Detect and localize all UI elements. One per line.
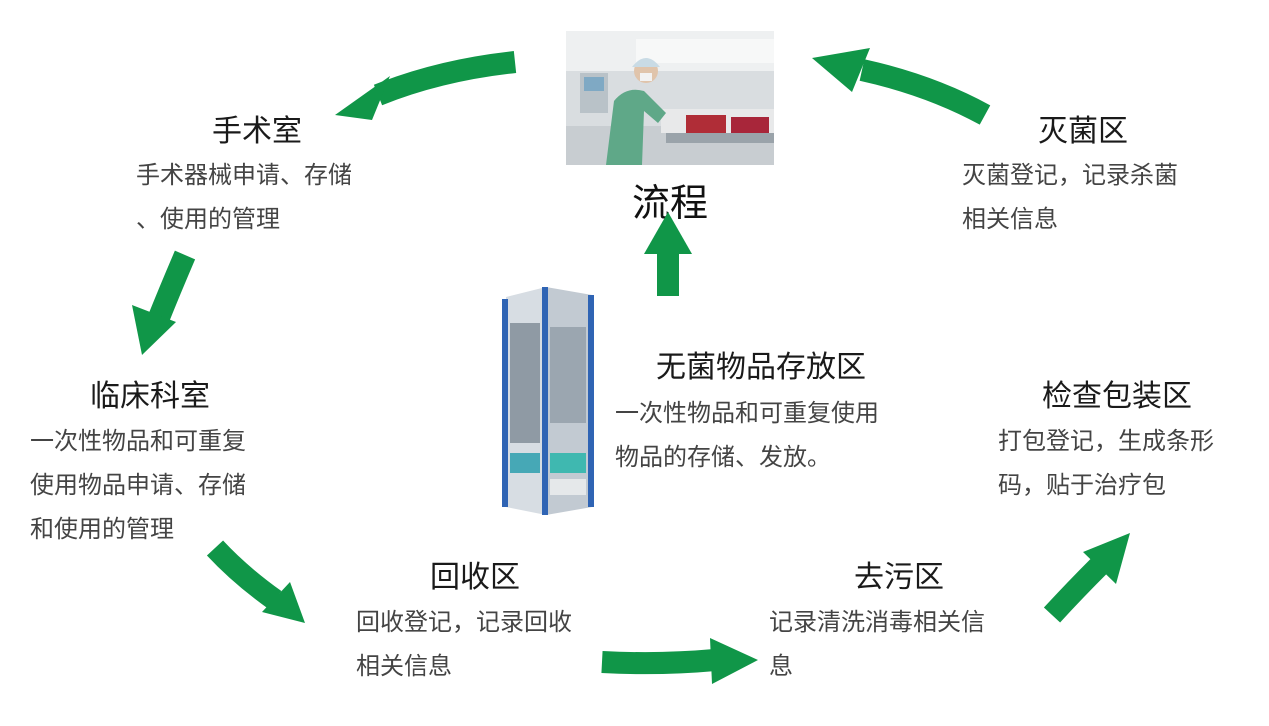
pack-desc: 打包登记，生成条形 码，贴于治疗包 <box>998 427 1214 499</box>
arrowhead-decon <box>710 638 758 684</box>
decon-title: 去污区 <box>854 560 944 595</box>
pack-title: 检查包装区 <box>1042 379 1192 414</box>
arrowhead-flow <box>644 212 692 254</box>
arrow-clinic-to-recycle <box>206 540 282 609</box>
sterilize-desc: 灭菌登记，记录杀菌 相关信息 <box>962 161 1178 233</box>
recycle-title: 回收区 <box>430 560 520 595</box>
arrow-recycle-to-decon <box>601 649 716 675</box>
surgery-title: 手术室 <box>212 114 302 149</box>
arrow-surgery-to-clinic <box>147 250 196 325</box>
clinic-title: 临床科室 <box>90 379 210 414</box>
arrow-sterilize-to-photo <box>859 59 991 125</box>
arrowhead-clinic <box>132 305 176 355</box>
arrowhead-surgery <box>335 76 390 120</box>
sterilize-title: 灭菌区 <box>1038 114 1128 149</box>
arrow-decon-to-pack <box>1043 557 1108 623</box>
arrowhead-photo <box>812 48 870 92</box>
storage-tower-image <box>502 287 594 515</box>
arrow-photo-to-surgery <box>373 51 517 106</box>
nurse-photo <box>566 31 774 165</box>
surgery-desc: 手术器械申请、存储 、使用的管理 <box>136 161 352 233</box>
arrowhead-pack <box>1083 533 1130 584</box>
storage-title: 无菌物品存放区 <box>656 350 866 385</box>
recycle-desc: 回收登记，记录回收 相关信息 <box>356 608 572 680</box>
clinic-desc: 一次性物品和可重复 使用物品申请、存储 和使用的管理 <box>30 427 246 543</box>
decon-desc: 记录清洗消毒相关信 息 <box>769 608 985 680</box>
storage-desc: 一次性物品和可重复使用 物品的存储、发放。 <box>615 399 879 471</box>
arrowhead-recycle <box>262 582 305 623</box>
